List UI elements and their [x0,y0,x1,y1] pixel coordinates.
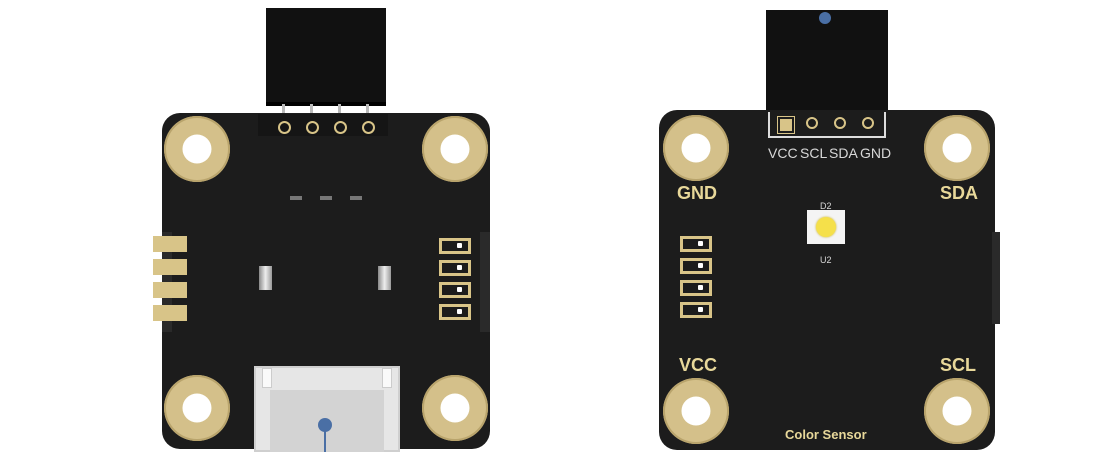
back-notch-right [480,232,490,332]
back-mounting-hole-bl [164,375,230,441]
back-marker-line [324,431,326,452]
back-header-pins [276,104,376,116]
front-pin-label-sda: SDA [829,145,858,161]
back-connector [254,366,400,452]
front-mounting-hole-tl [663,115,729,181]
back-pin-header [266,8,386,106]
back-marker-dot [318,418,332,432]
front-pin-header [766,10,888,110]
front-notch-right [992,232,1000,324]
front-mounting-hole-tr [924,115,990,181]
front-led-package [807,210,845,244]
front-board-title: Color Sensor [785,427,867,442]
front-mounting-hole-br [924,378,990,444]
back-mounting-hole-br [422,375,488,441]
back-header-solder-pads [258,114,388,136]
front-pin-label-scl: SCL [800,145,828,161]
front-mounting-hole-bl [663,378,729,444]
front-corner-label-vcc: VCC [679,355,718,375]
back-smd-marks [290,196,370,202]
front-header-marker-dot [819,12,831,24]
front-led-lens [816,217,836,237]
back-mounting-hole-tr [422,116,488,182]
back-slot-right [378,266,391,290]
front-led-ref: D2 [820,201,832,211]
front-corner-label-sda: SDA [940,183,979,203]
back-mounting-hole-tl [164,116,230,182]
back-slot-left [259,266,272,290]
front-pin-label-vcc: VCC [768,145,798,161]
front-pin-label-gnd: GND [860,145,892,161]
front-ic-ref: U2 [820,255,832,265]
front-corner-label-gnd: GND [677,183,717,203]
front-corner-label-scl: SCL [940,355,976,375]
front-header-pad-outline [768,112,886,138]
